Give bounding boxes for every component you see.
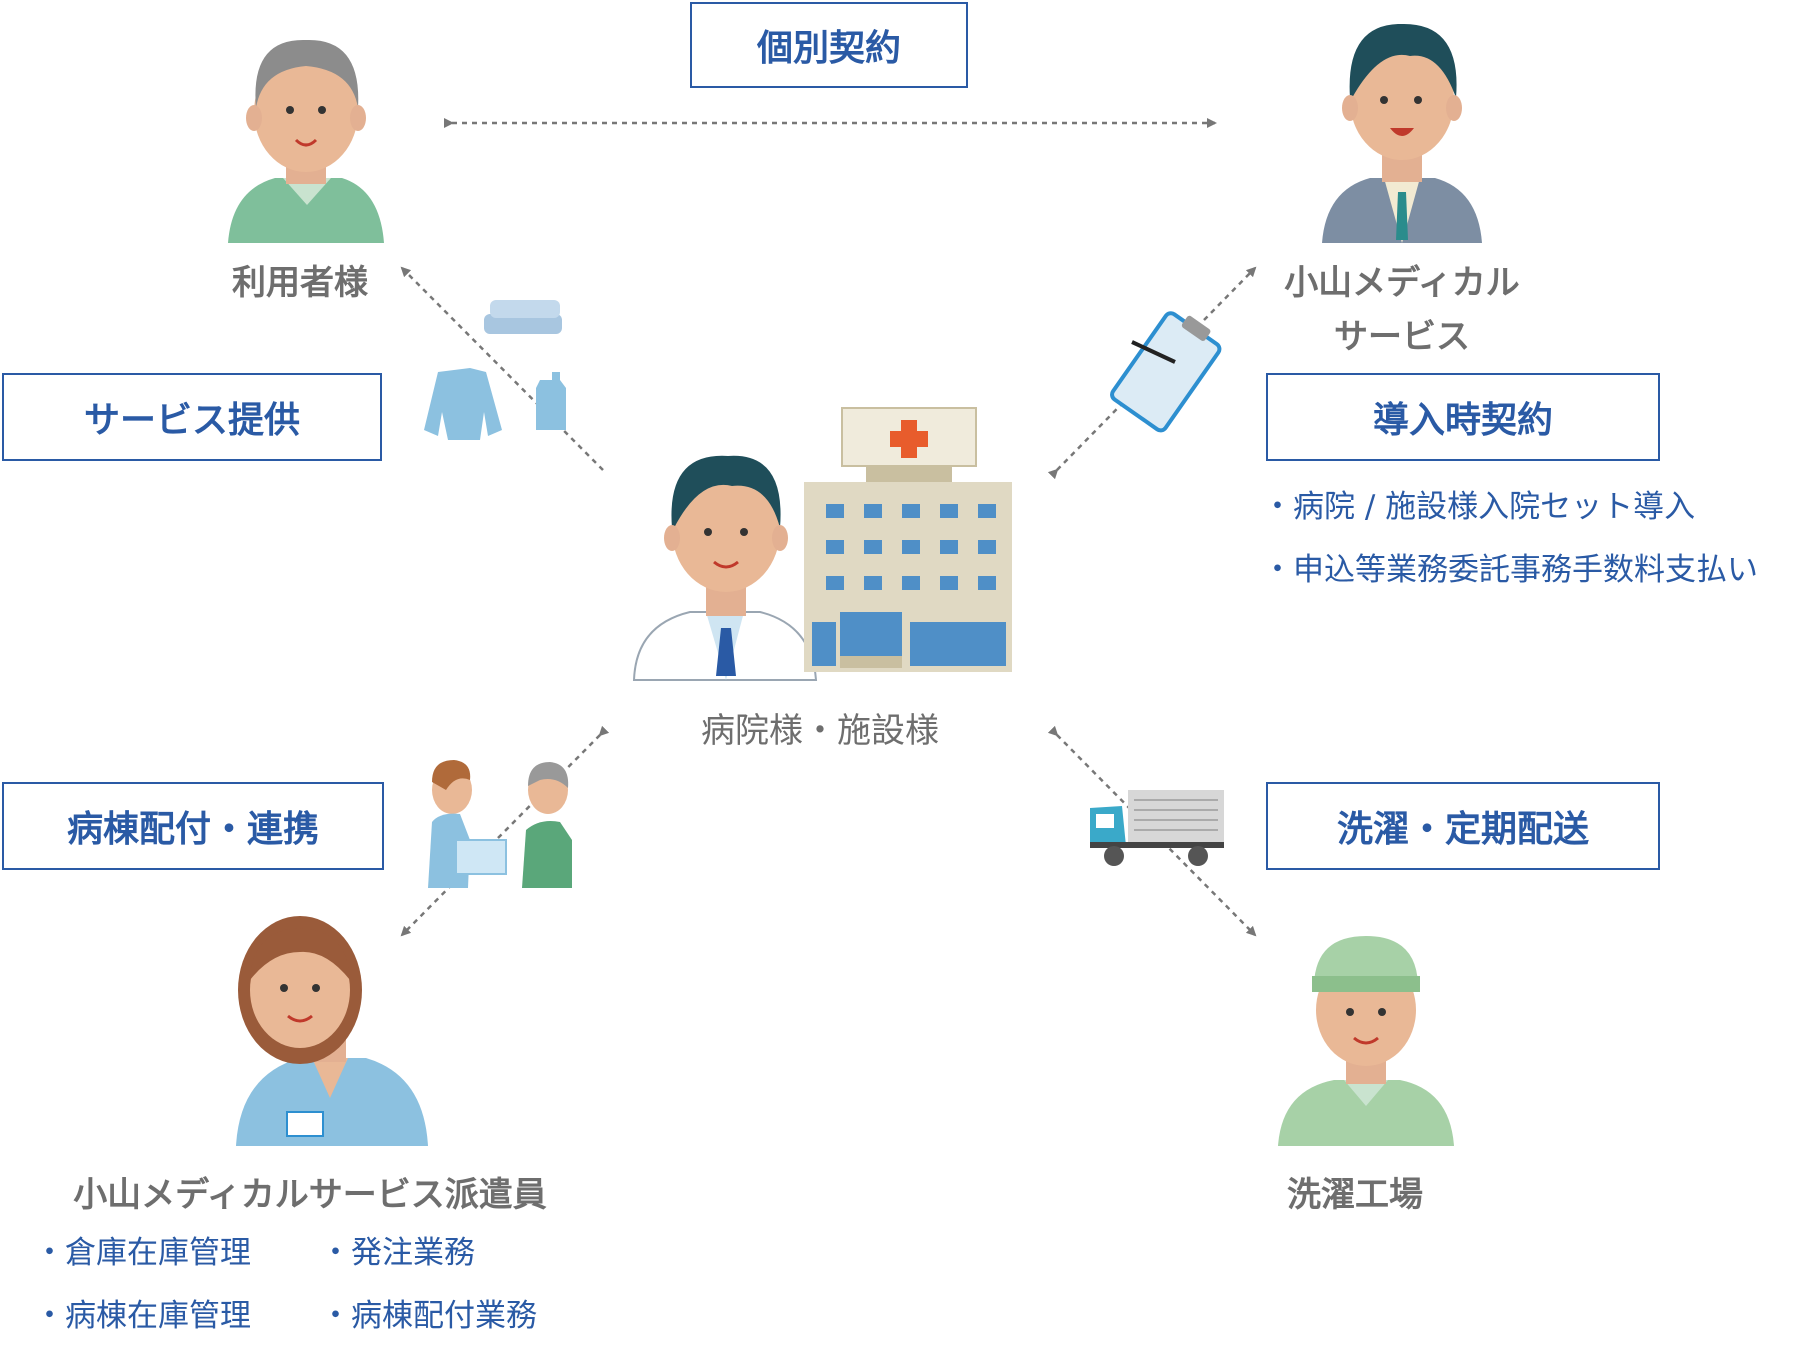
label-factory: 洗濯工場 [1287, 1175, 1423, 1215]
clothes-icon [424, 300, 566, 440]
haken-list-col1: ・倉庫在庫管理 ・病棟在庫管理 [34, 1222, 251, 1348]
label-riyousha: 利用者様 [232, 263, 368, 303]
elderly-man-icon [228, 39, 384, 243]
box-service-teikyo: サービス提供 [2, 373, 382, 461]
box-kobetsu-keiyaku: 個別契約 [690, 2, 968, 88]
laundry-worker-icon [1278, 936, 1454, 1146]
businessman-icon [1322, 23, 1482, 243]
dounyu-item: ・申込等業務委託事務手数料支払い [1262, 552, 1758, 588]
arrow-service [400, 266, 604, 471]
box-dounyu-keiyaku: 導入時契約 [1266, 373, 1660, 461]
clipboard-icon [1110, 311, 1222, 433]
dounyu-item: ・病院 / 施設様入院セット導入 [1262, 489, 1696, 525]
staff-woman-icon [236, 916, 428, 1146]
label-hospital: 病院様・施設様 [701, 711, 939, 751]
handover-icon [428, 760, 572, 888]
box-sentaku-haiso: 洗濯・定期配送 [1266, 782, 1660, 870]
box-byoto-haifu: 病棟配付・連携 [2, 782, 384, 870]
hospital-building-icon [804, 407, 1012, 672]
dounyu-list: ・病院 / 施設様入院セット導入 ・申込等業務委託事務手数料支払い [1262, 476, 1758, 602]
haken-item: ・病棟配付業務 [320, 1298, 537, 1334]
truck-icon [1090, 790, 1224, 866]
haken-item: ・発注業務 [320, 1235, 475, 1271]
label-oyama-line1: 小山メディカル [1284, 263, 1520, 303]
haken-item: ・病棟在庫管理 [34, 1298, 251, 1334]
haken-item: ・倉庫在庫管理 [34, 1235, 251, 1271]
label-haken: 小山メディカルサービス派遣員 [73, 1175, 547, 1215]
label-oyama-line2: サービス [1334, 317, 1470, 357]
arrow-ward [400, 725, 610, 937]
haken-list-col2: ・発注業務 ・病棟配付業務 [320, 1222, 537, 1348]
doctor-icon [632, 455, 818, 681]
